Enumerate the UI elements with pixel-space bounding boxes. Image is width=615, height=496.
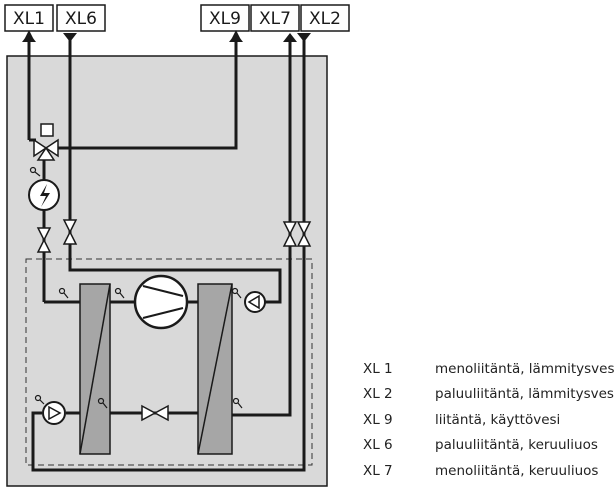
temperature-sensor-icon xyxy=(34,287,243,409)
arrow-xl2-in xyxy=(297,33,311,42)
legend-row: XL 9 liitäntä, käyttövesi xyxy=(363,407,615,433)
valve-icon xyxy=(36,227,52,253)
cooling-module-outline xyxy=(25,258,313,466)
legend-code: XL 7 xyxy=(363,462,393,479)
port-xl1-label: XL1 xyxy=(13,9,45,29)
arrow-xl7-out xyxy=(283,33,297,42)
legend-description: menoliitäntä, lämmitysvesi xyxy=(435,360,615,377)
legend-code: XL 1 xyxy=(363,360,393,377)
port-xl7-label: XL7 xyxy=(259,9,291,29)
legend-description: menoliitäntä, keruuliuos xyxy=(435,462,599,479)
port-xl2[interactable]: XL2 xyxy=(300,4,350,32)
three-way-valve-icon xyxy=(33,123,59,161)
legend-row: XL 6 paluuliitäntä, keruuliuos xyxy=(363,433,615,459)
compressor-icon xyxy=(133,274,189,330)
pipe-xl9 xyxy=(57,30,242,150)
pipe-xl6 xyxy=(68,36,282,304)
temperature-sensor-icon xyxy=(29,166,41,177)
condenser-heat-exchanger xyxy=(79,283,111,455)
expansion-valve-icon xyxy=(141,404,169,422)
pump-icon xyxy=(42,401,66,425)
valve-icon xyxy=(62,219,78,245)
evaporator-heat-exchanger xyxy=(197,283,233,455)
pump-icon xyxy=(244,291,266,313)
legend-row: XL 2 paluuliitäntä, lämmitysvesi xyxy=(363,382,615,408)
legend-description: paluuliitäntä, lämmitysvesi xyxy=(435,386,615,403)
arrow-xl9-out xyxy=(229,33,243,42)
legend: XL 1 menoliitäntä, lämmitysvesi XL 2 pal… xyxy=(363,356,615,484)
valve-icon xyxy=(296,221,312,247)
port-xl9-label: XL9 xyxy=(209,9,241,29)
port-xl6-label: XL6 xyxy=(65,9,97,29)
pipe-xl7 xyxy=(232,36,292,417)
legend-code: XL 9 xyxy=(363,411,393,428)
port-xl7[interactable]: XL7 xyxy=(250,4,300,32)
pipe-xl2 xyxy=(31,36,306,472)
lightning-icon xyxy=(28,179,60,211)
arrow-xl6-in xyxy=(63,33,77,42)
legend-code: XL 6 xyxy=(363,437,393,454)
arrow-xl1-out xyxy=(22,33,36,42)
legend-description: paluuliitäntä, keruuliuos xyxy=(435,437,598,454)
valve-icon xyxy=(282,221,298,247)
legend-code: XL 2 xyxy=(363,386,393,403)
legend-description: liitäntä, käyttövesi xyxy=(435,411,561,428)
legend-row: XL 7 menoliitäntä, keruuliuos xyxy=(363,458,615,484)
legend-row: XL 1 menoliitäntä, lämmitysvesi xyxy=(363,356,615,382)
port-xl6[interactable]: XL6 xyxy=(56,4,106,32)
port-xl1[interactable]: XL1 xyxy=(4,4,54,32)
port-xl9[interactable]: XL9 xyxy=(200,4,250,32)
port-xl2-label: XL2 xyxy=(309,9,341,29)
